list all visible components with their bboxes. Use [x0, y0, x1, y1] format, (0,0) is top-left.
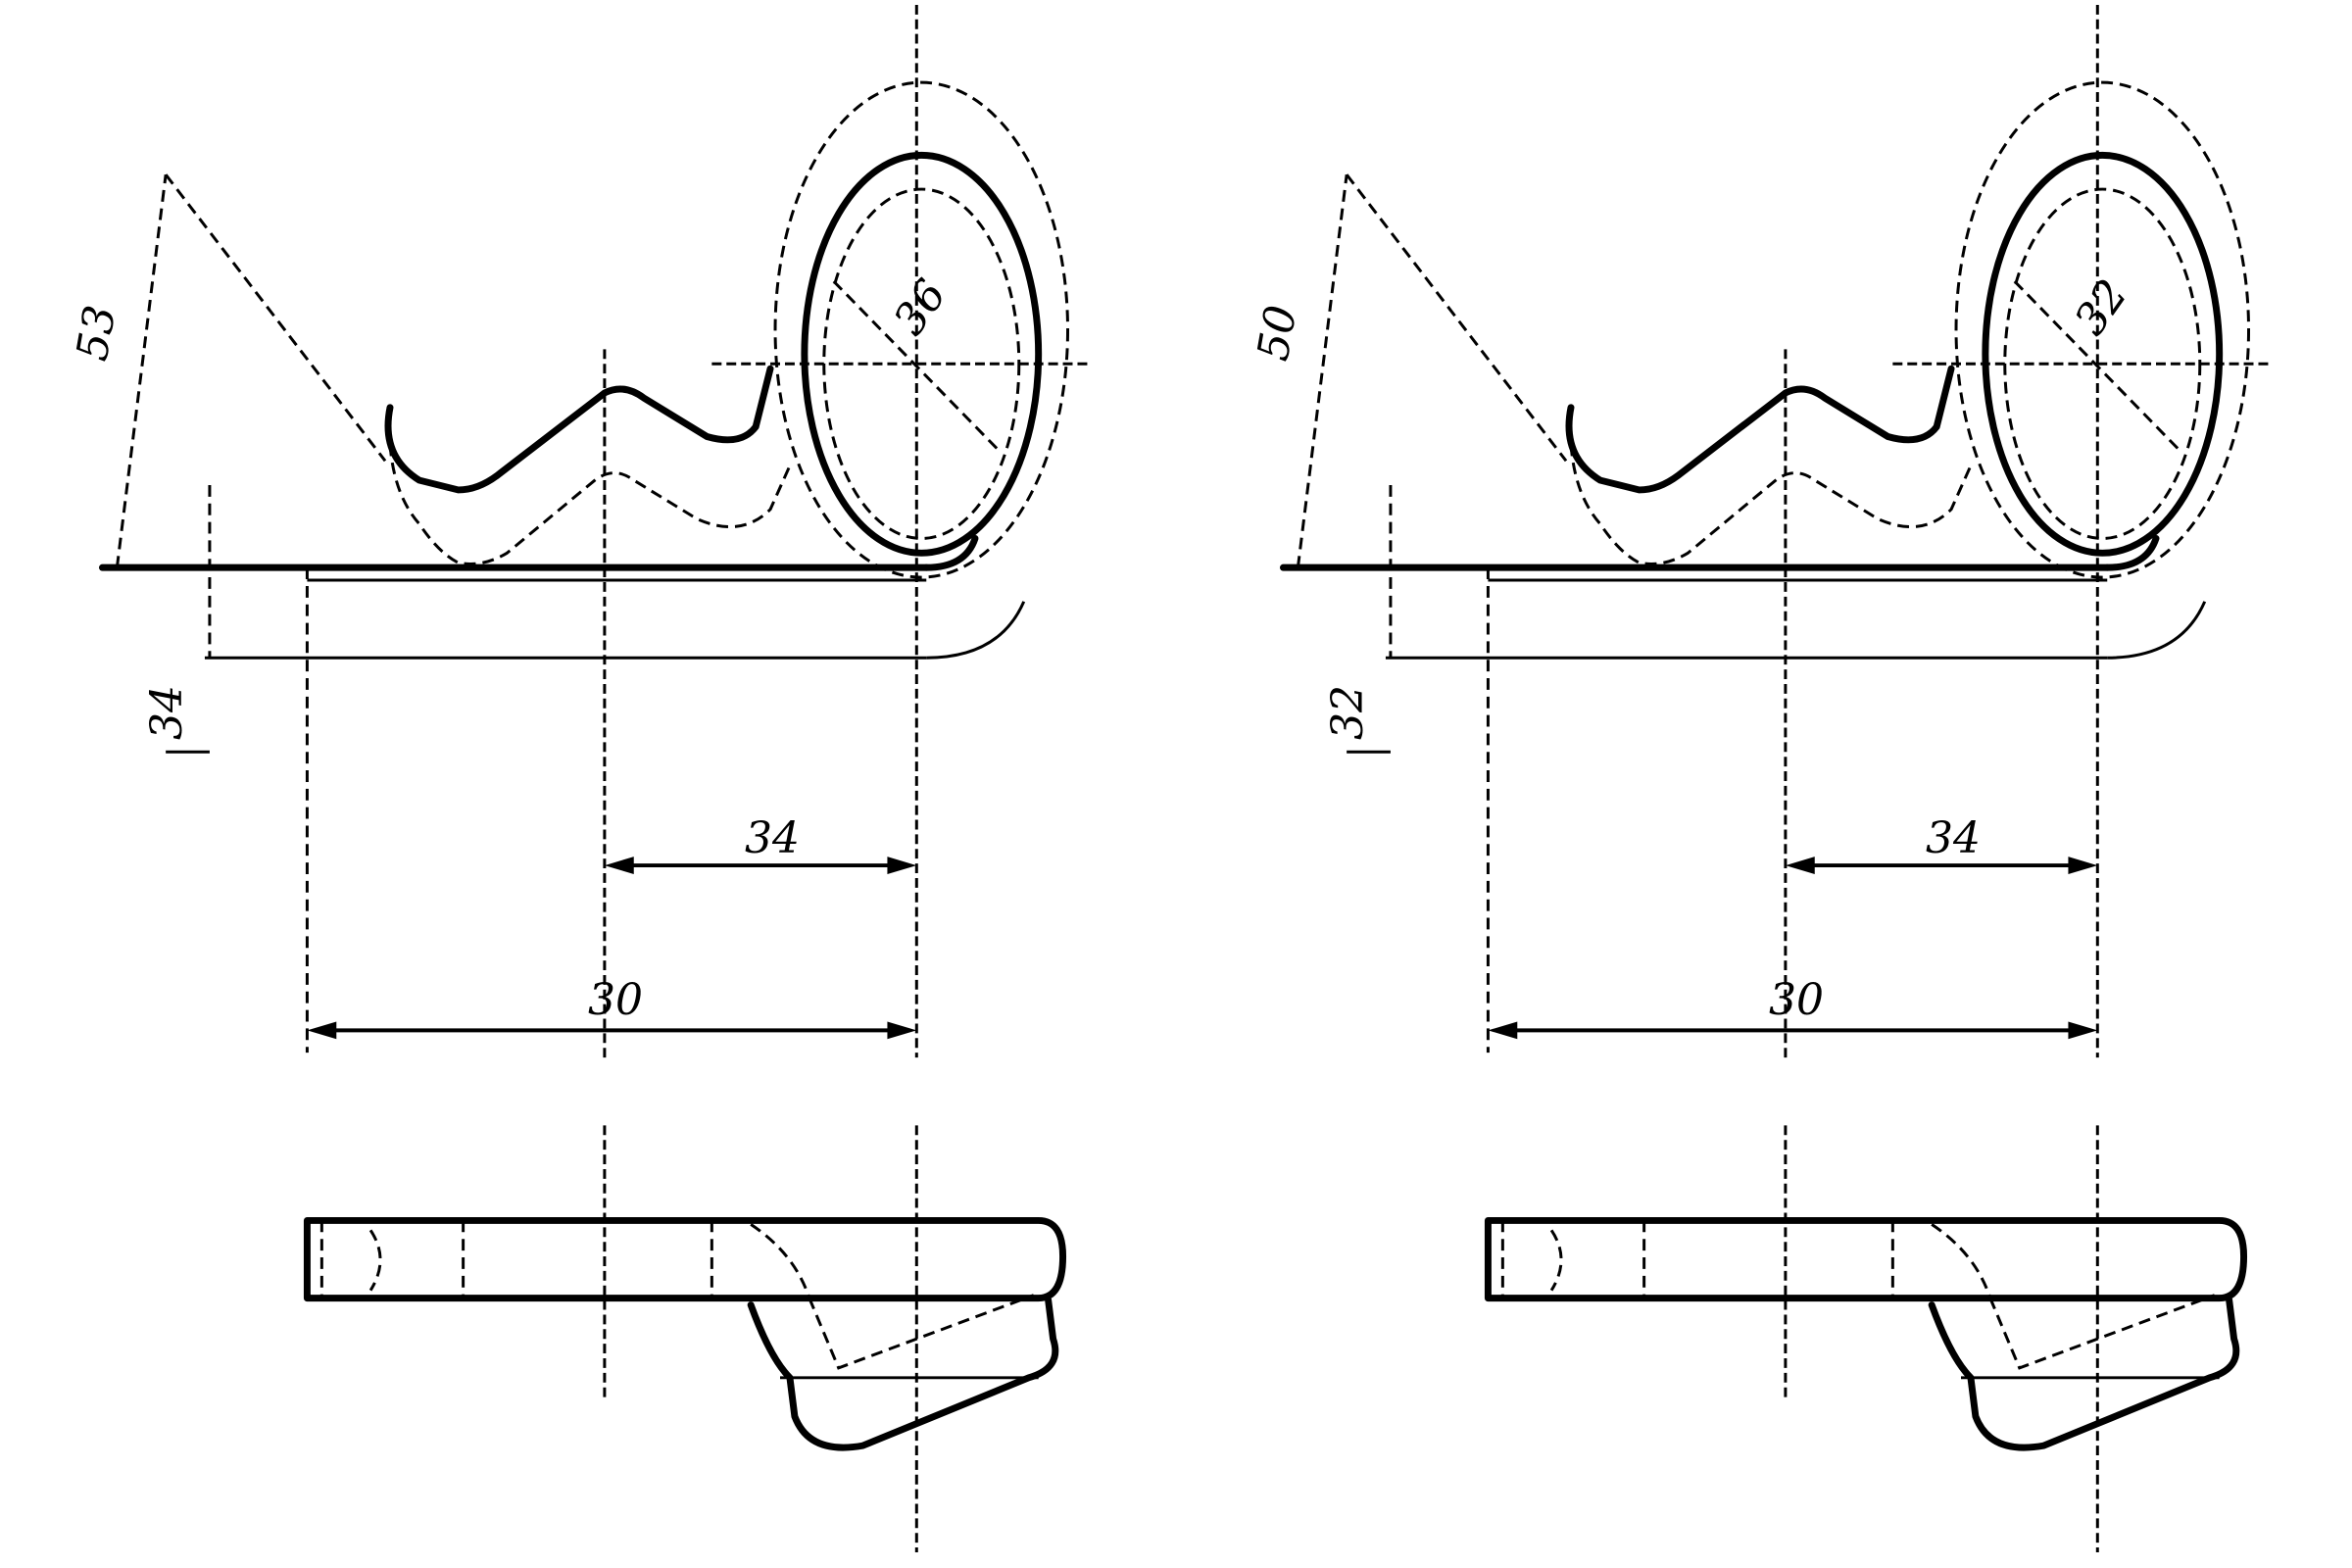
dimension-label: 36 [884, 270, 956, 344]
dimension-label: 30 [1769, 975, 1824, 1025]
dimension-label: 50 [1249, 302, 1307, 365]
view-left: 53 34 30 36 34 [68, 5, 1088, 1552]
dimension-label: 32 [1323, 685, 1373, 740]
dimension-label: 32 [2065, 270, 2137, 344]
dimension-label: 34 [745, 813, 800, 863]
dimension-label: 53 [68, 302, 126, 365]
dimension-label: 34 [1926, 813, 1981, 863]
view-right: 50 34 30 32 32 [1249, 5, 2269, 1552]
dimension-label: 30 [588, 975, 643, 1025]
dimension-label: 34 [142, 685, 192, 740]
